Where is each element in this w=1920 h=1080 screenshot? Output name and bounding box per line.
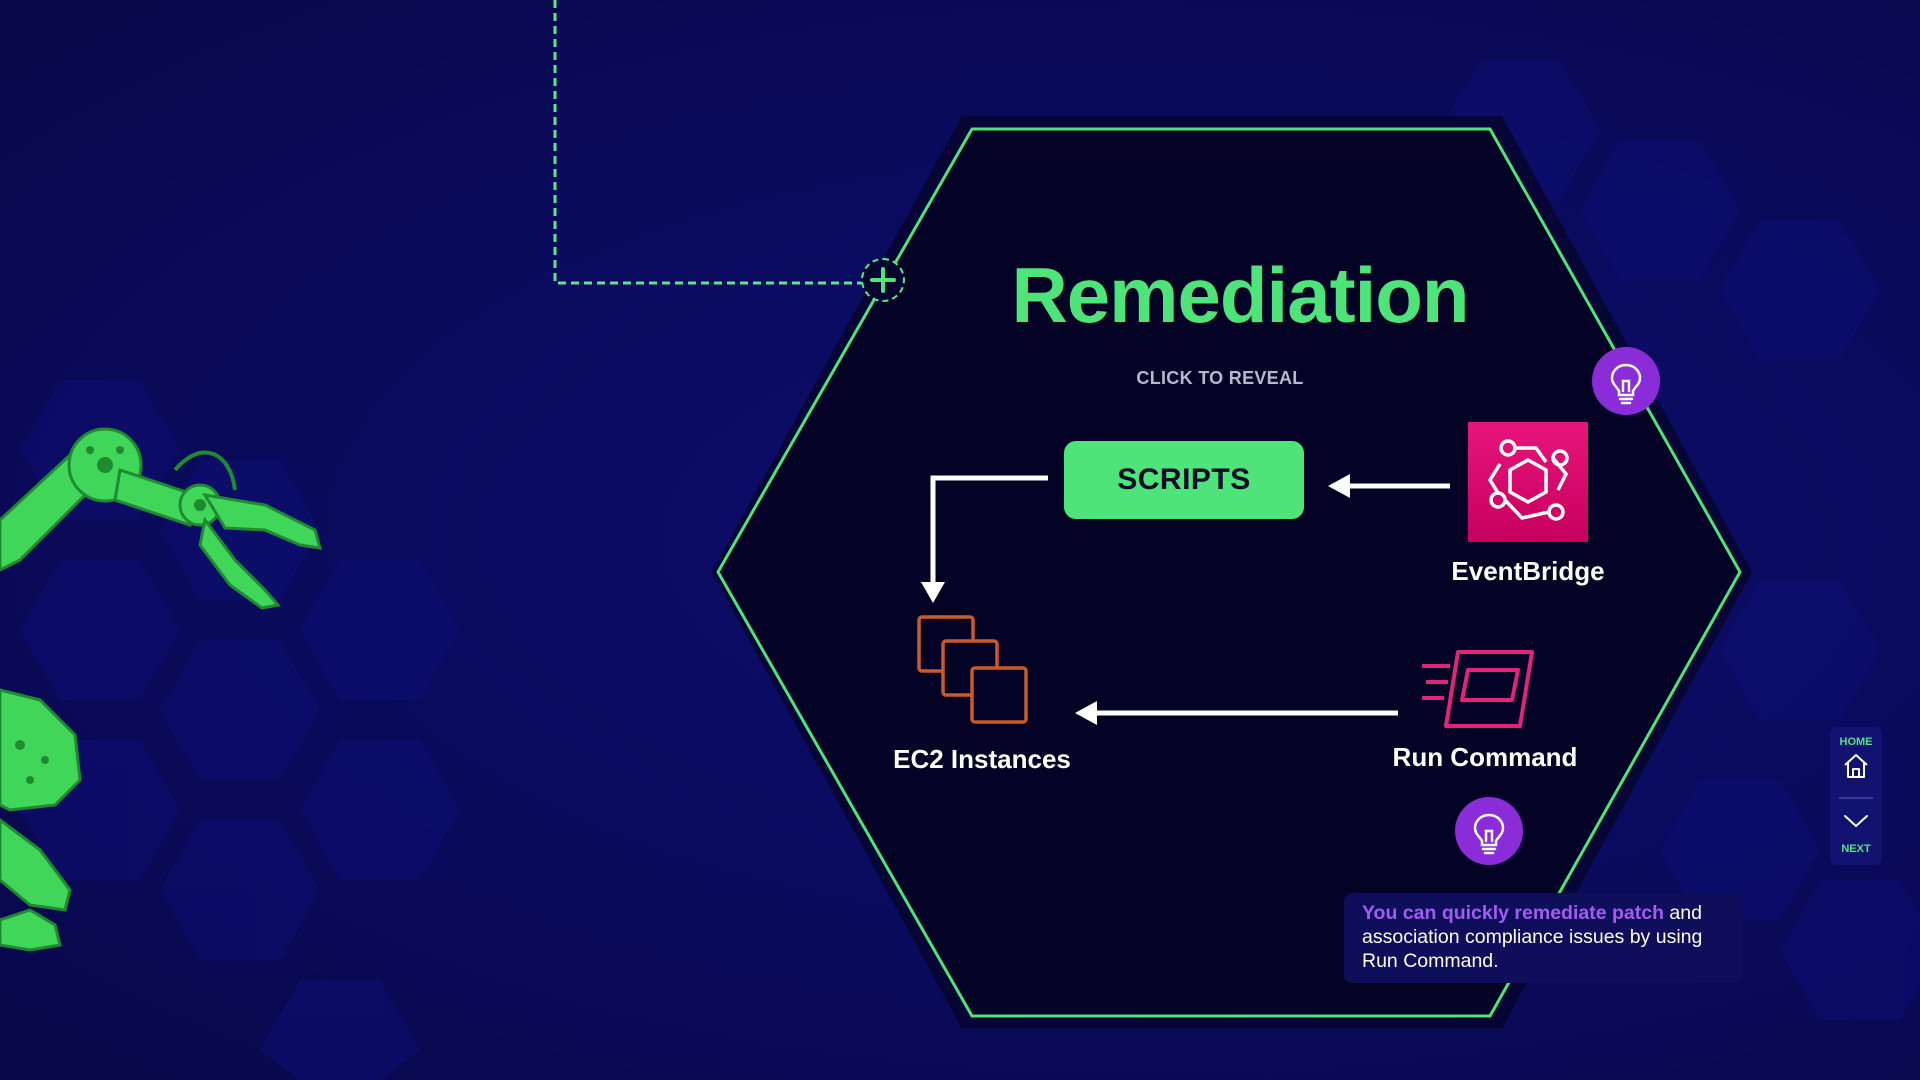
scripts-button[interactable]: SCRIPTS (1064, 441, 1304, 519)
hint-button-run-command[interactable] (1455, 797, 1523, 865)
page-title: Remediation (1011, 251, 1469, 339)
navigation-panel: HOME NEXT (1830, 727, 1882, 865)
lightbulb-icon (1610, 363, 1642, 405)
home-icon (1844, 754, 1868, 778)
ec2-instances-label: EC2 Instances (893, 744, 1071, 774)
home-label: HOME (1839, 736, 1873, 748)
next-button[interactable] (1842, 811, 1870, 831)
home-button[interactable] (1842, 752, 1870, 780)
eventbridge-label: EventBridge (1451, 556, 1605, 586)
tooltip-body: and association compliance issues by usi… (1362, 902, 1703, 972)
run-command-icon (1420, 648, 1536, 730)
lightbulb-icon (1473, 813, 1505, 855)
plus-icon (870, 267, 896, 293)
expand-plus-button[interactable] (861, 258, 905, 302)
run-command-label: Run Command (1392, 742, 1578, 772)
hint-button-eventbridge[interactable] (1592, 347, 1660, 415)
click-to-reveal-instruction: CLICK TO REVEAL (1136, 368, 1304, 388)
robot-arm-illustration (0, 427, 323, 952)
tooltip-highlight: You can quickly remediate patch (1362, 902, 1664, 924)
next-label: NEXT (1841, 843, 1871, 855)
run-command-tooltip: You can quickly remediate patch and asso… (1344, 893, 1742, 983)
chevron-down-icon (1844, 815, 1868, 827)
eventbridge-icon (1468, 422, 1588, 542)
ec2-instances-icon (916, 614, 1030, 726)
nav-divider (1839, 797, 1873, 799)
